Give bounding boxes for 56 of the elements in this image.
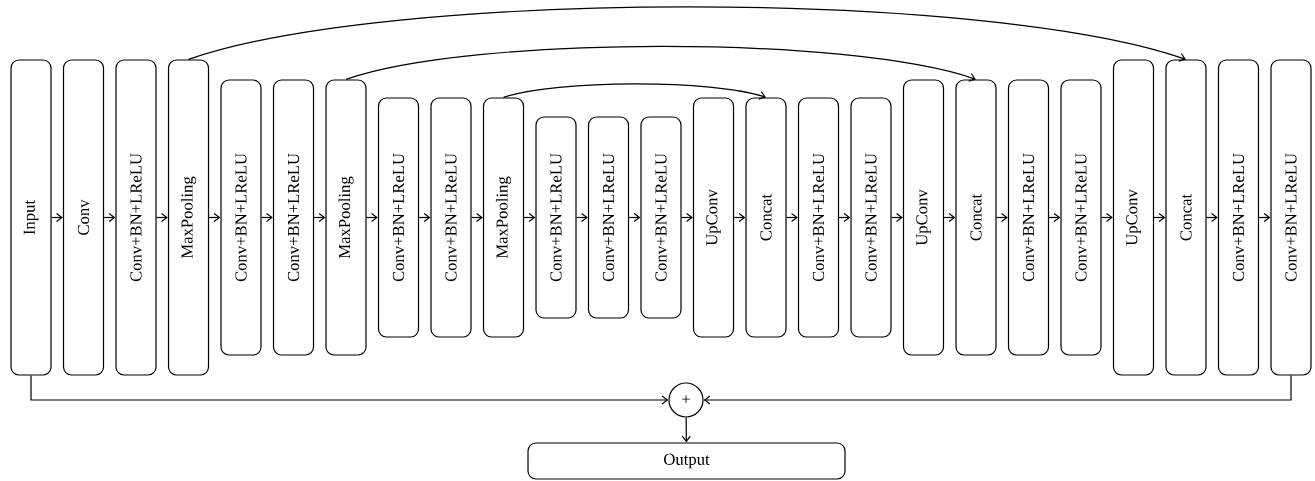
arrow xyxy=(523,212,536,223)
arrow xyxy=(51,212,63,223)
layer-box: Input xyxy=(10,59,52,376)
layer-box: UpConv xyxy=(1112,59,1155,376)
layer-box: MaxPooling xyxy=(325,79,367,356)
arrow xyxy=(786,212,798,223)
sum-arrow xyxy=(30,375,669,405)
layer-box: Conv+BN+LReLU xyxy=(1060,79,1102,356)
arrow xyxy=(943,212,956,223)
arrow xyxy=(891,212,903,223)
layer-box: Conv+BN+LReLU xyxy=(1270,59,1312,376)
arrow xyxy=(1101,212,1113,223)
arrow xyxy=(471,212,483,223)
layer-box: MaxPooling xyxy=(482,97,525,338)
arrow xyxy=(208,212,221,223)
layer-box: Conv+BN+LReLU xyxy=(640,116,682,319)
layer-box: Conv+BN+LReLU xyxy=(272,79,315,356)
layer-box: Concat xyxy=(955,79,997,356)
arrow xyxy=(681,212,693,223)
arrow xyxy=(681,417,691,443)
layer-box: Conv+BN+LReLU xyxy=(587,116,630,319)
layer-box: Conv+BN+LReLU xyxy=(1007,79,1050,356)
layer-box: MaxPooling xyxy=(167,59,210,376)
skip-arrow xyxy=(345,45,976,82)
arrow xyxy=(261,212,273,223)
layer-box: Conv+BN+LReLU xyxy=(1217,59,1260,376)
sum-arrow xyxy=(703,375,1292,405)
layer-box: Conv+BN+LReLU xyxy=(535,116,577,319)
skip-arrow xyxy=(502,83,766,100)
arrow xyxy=(418,212,431,223)
arrow xyxy=(1153,212,1166,223)
arrow xyxy=(628,212,641,223)
arrow xyxy=(1048,212,1061,223)
layer-box: Conv+BN+LReLU xyxy=(797,97,840,338)
arrow xyxy=(366,212,378,223)
layer-box: UpConv xyxy=(902,79,945,356)
arrow xyxy=(103,212,116,223)
skip-arrow xyxy=(187,6,1186,62)
layer-box: Conv+BN+LReLU xyxy=(220,79,262,356)
arrow xyxy=(838,212,851,223)
output-box: Output xyxy=(527,442,846,480)
layer-box: Conv xyxy=(62,59,105,376)
arrow xyxy=(313,212,326,223)
arrow xyxy=(1258,212,1271,223)
layer-box: Concat xyxy=(745,97,787,338)
layer-box: Conv+BN+LReLU xyxy=(850,97,892,338)
arrow xyxy=(1206,212,1218,223)
arrow xyxy=(576,212,588,223)
layer-box: Conv+BN+LReLU xyxy=(377,97,420,338)
layer-box: Conv+BN+LReLU xyxy=(115,59,157,376)
layer-box: Conv+BN+LReLU xyxy=(430,97,472,338)
arrow xyxy=(996,212,1008,223)
layer-box: Concat xyxy=(1165,59,1207,376)
arrow xyxy=(733,212,746,223)
layer-box: UpConv xyxy=(692,97,735,338)
arrow xyxy=(156,212,168,223)
